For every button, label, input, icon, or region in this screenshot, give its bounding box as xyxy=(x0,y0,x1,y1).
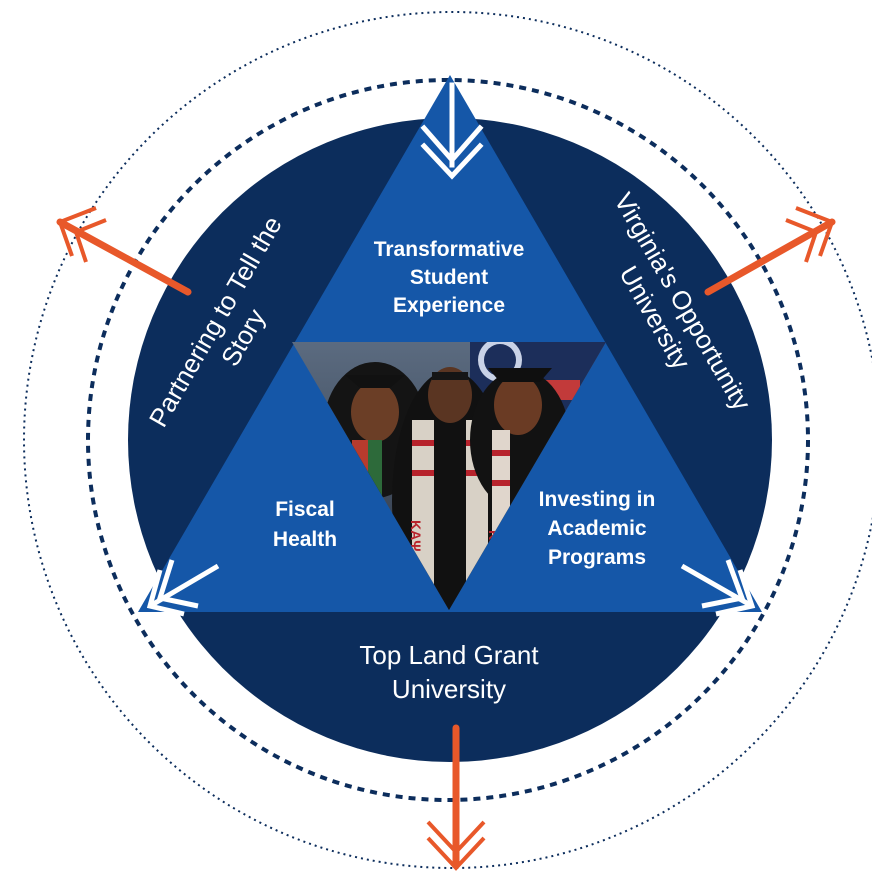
label-top-land-grant-university: Top Land Grant University xyxy=(359,640,539,704)
orange-arrow-icon xyxy=(56,218,192,296)
svg-text:Programs: Programs xyxy=(548,546,646,569)
orange-arrow-right xyxy=(704,218,836,296)
stole-letters-left: ΚΑΨ xyxy=(408,520,424,552)
svg-text:Top Land Grant: Top Land Grant xyxy=(359,640,539,670)
svg-text:Health: Health xyxy=(273,528,337,551)
double-chevron-right-up-icon xyxy=(680,559,756,617)
orange-arrow-right-head xyxy=(785,206,835,263)
label-fiscal-health: Fiscal Health xyxy=(273,498,337,551)
label-investing-in-academic-programs: Investing in Academic Programs xyxy=(539,488,656,569)
svg-text:Experience: Experience xyxy=(393,294,505,317)
label-transformative-student-experience: Transformative Student Experience xyxy=(374,238,525,317)
svg-text:Investing in: Investing in xyxy=(539,488,656,511)
svg-text:University: University xyxy=(392,674,506,704)
svg-text:Fiscal: Fiscal xyxy=(275,498,335,521)
double-chevron-down-icon xyxy=(420,82,484,180)
outer-dotted-ring xyxy=(23,11,872,869)
double-chevron-left-up-icon xyxy=(146,559,220,617)
orange-arrow-left-head xyxy=(57,206,107,263)
orange-arrow-down-head xyxy=(426,820,486,871)
svg-text:Student: Student xyxy=(410,266,488,289)
svg-text:Academic: Academic xyxy=(547,517,647,540)
svg-text:Transformative: Transformative xyxy=(374,238,525,261)
